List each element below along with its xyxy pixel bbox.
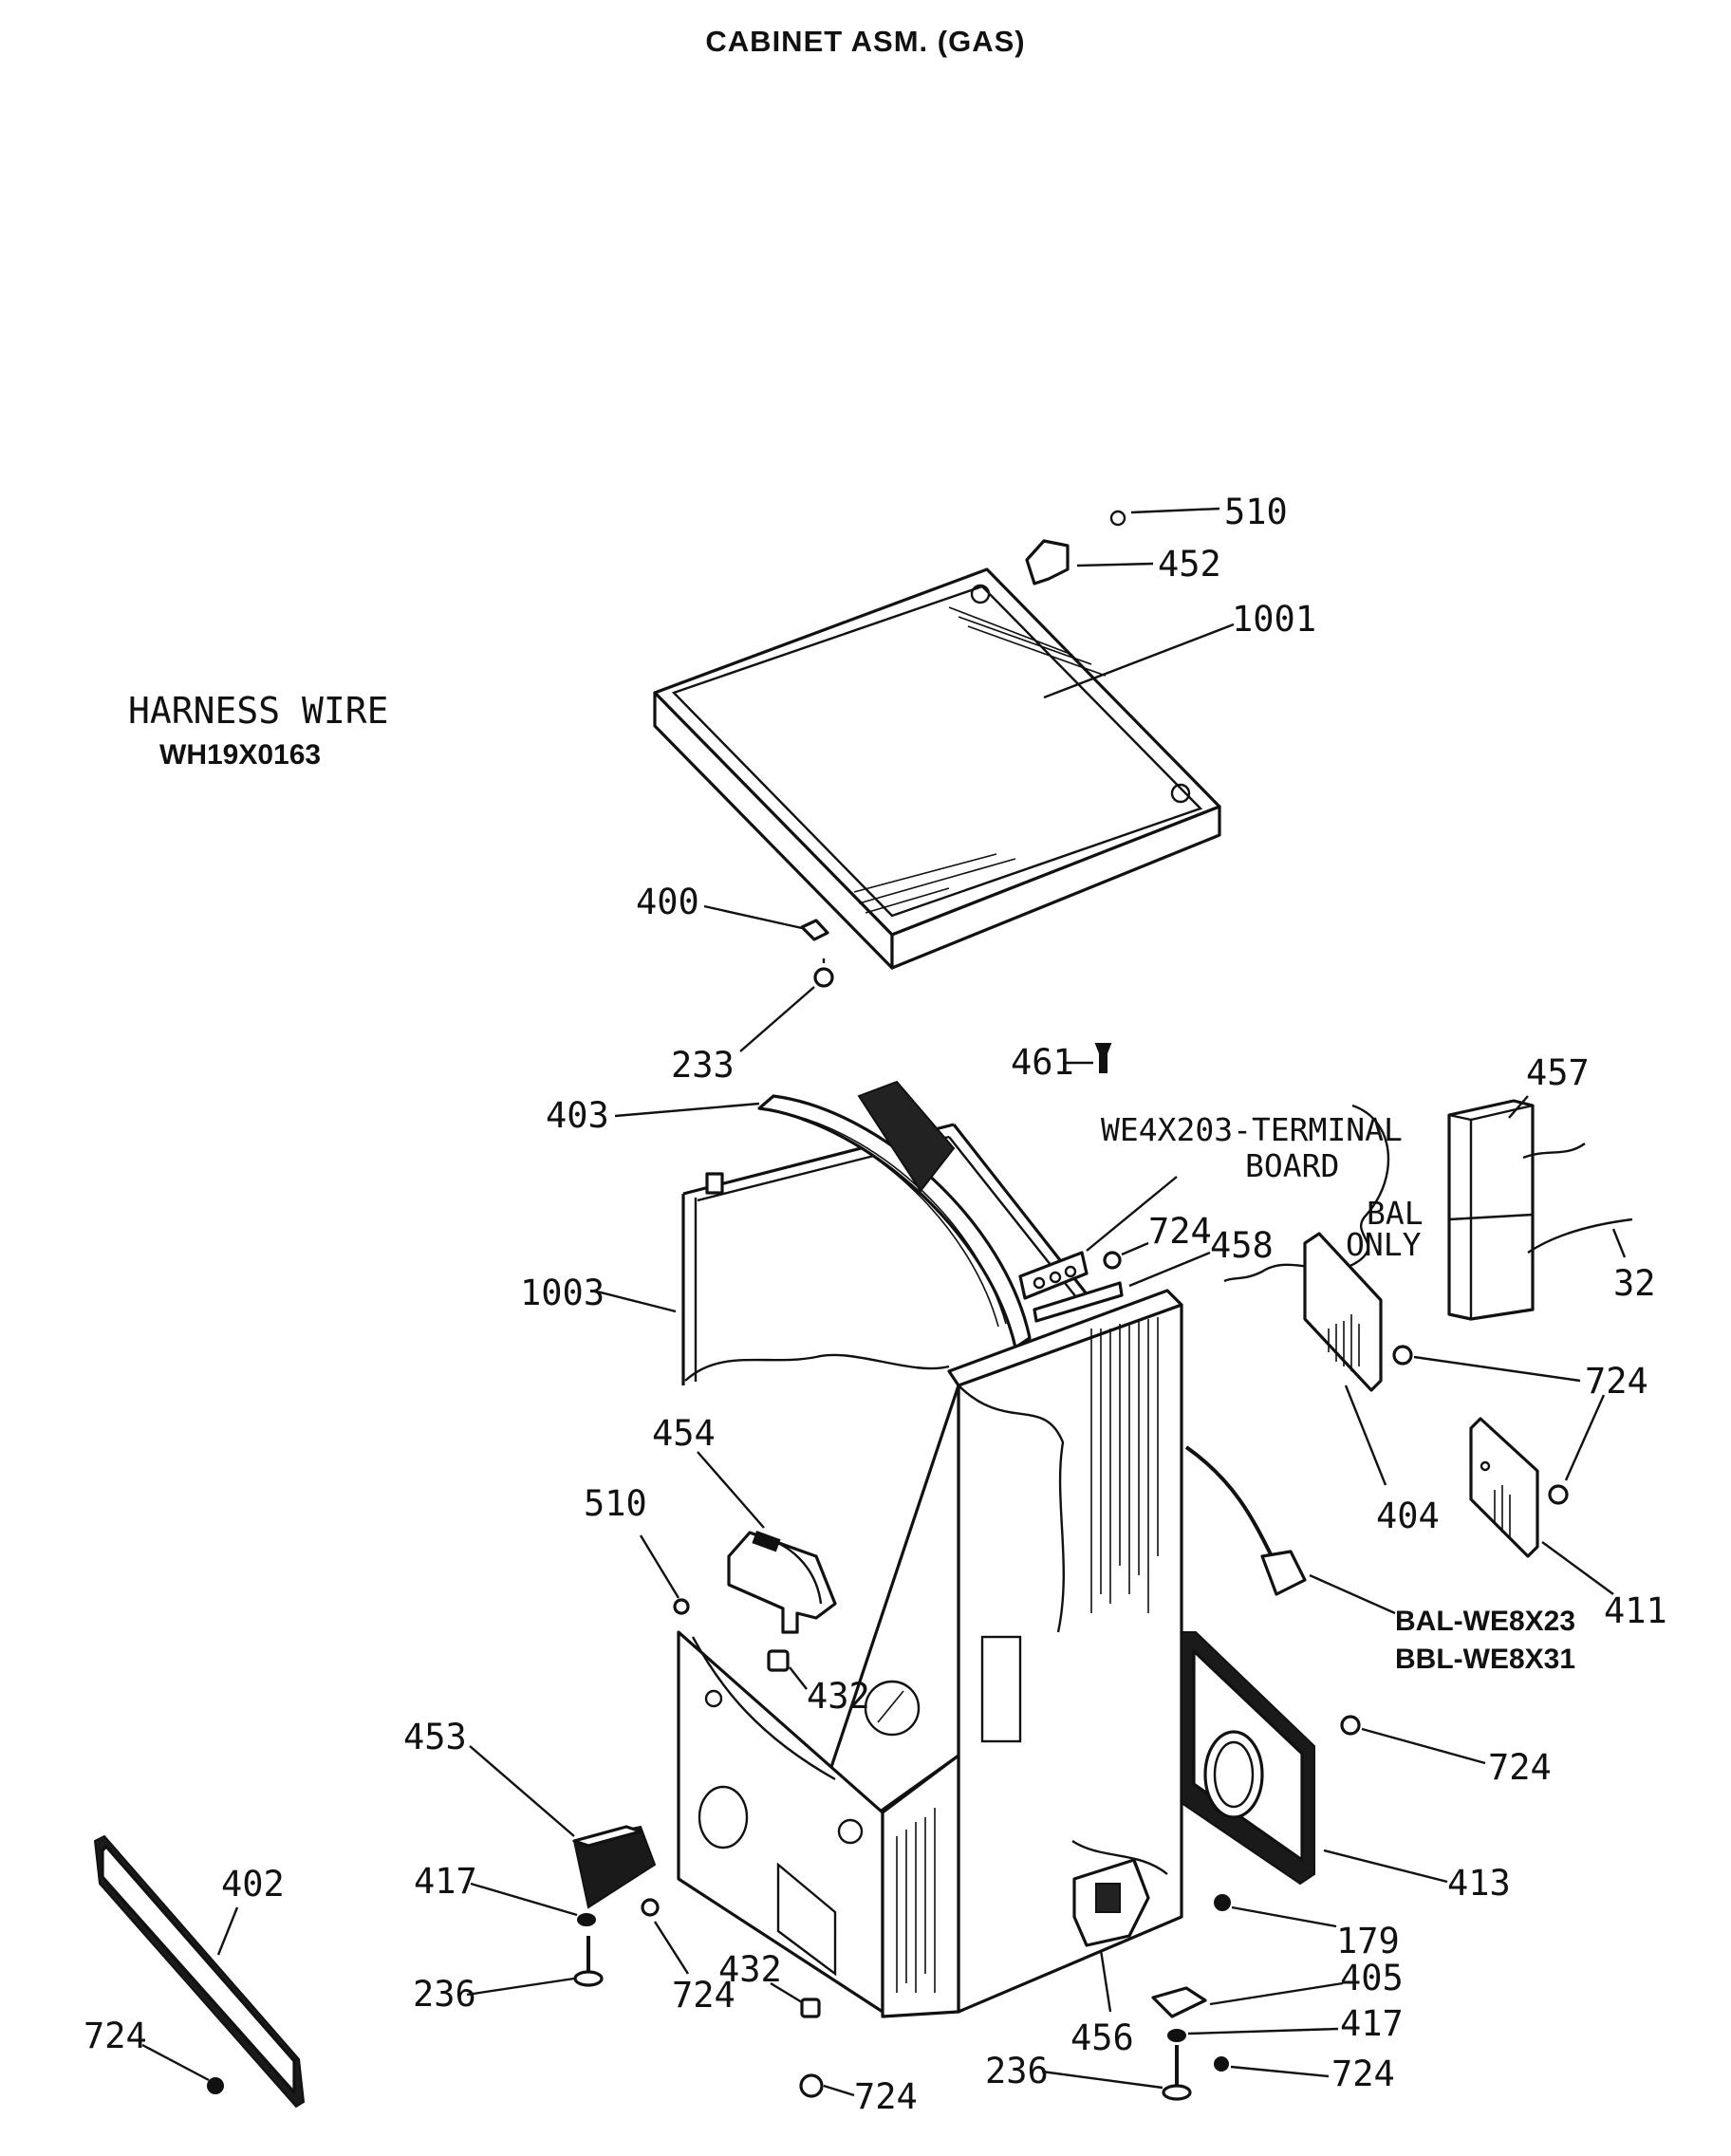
power-cord <box>1184 1445 1283 1581</box>
callout-179: 179 <box>1336 1921 1400 1961</box>
callout-724-terminal: 724 <box>1148 1211 1212 1252</box>
callout-32: 32 <box>1613 1263 1656 1304</box>
screw-233 <box>813 967 834 988</box>
bracket-453 <box>572 1825 657 1909</box>
callout-1001: 1001 <box>1232 599 1316 640</box>
screw-724-toe-kick <box>207 2077 224 2094</box>
callout-456: 456 <box>1070 2017 1134 2058</box>
callout-413: 413 <box>1447 1863 1511 1904</box>
bal-only-label-2: ONLY <box>1346 1226 1422 1263</box>
power-plug <box>1260 1550 1307 1596</box>
callout-1003: 1003 <box>520 1273 605 1313</box>
callout-400: 400 <box>636 882 699 922</box>
callout-724-bottom: 724 <box>854 2076 918 2117</box>
callout-724-453: 724 <box>672 1975 735 2016</box>
control-label <box>857 1080 956 1193</box>
plate-404 <box>1303 1232 1383 1392</box>
bracket-405 <box>1151 1986 1207 2018</box>
screw-179 <box>1214 1894 1231 1911</box>
clip-432-lower <box>800 1998 821 2018</box>
clip-400 <box>800 919 829 941</box>
callout-233: 233 <box>671 1045 735 1086</box>
callout-452: 452 <box>1158 544 1221 585</box>
plate-411 <box>1469 1417 1539 1558</box>
callout-411: 411 <box>1604 1590 1667 1631</box>
callout-457: 457 <box>1526 1052 1590 1093</box>
harness-wire-label: HARNESS WIRE <box>128 690 389 732</box>
top-cover <box>653 567 1221 970</box>
screw-724-453 <box>641 1898 660 1917</box>
cord-bbl-label: BBL-WE8X31 <box>1395 1644 1575 1675</box>
callout-403: 403 <box>546 1095 609 1136</box>
screw-461 <box>1094 1043 1112 1073</box>
callout-724-right: 724 <box>1585 1361 1648 1402</box>
terminal-board <box>1018 1251 1124 1323</box>
hinge-452 <box>1025 539 1070 585</box>
leg-236-right <box>1162 2045 1192 2101</box>
bracket-456 <box>1072 1858 1150 1947</box>
screw-724-terminal <box>1103 1251 1122 1270</box>
callout-724-toe-kick: 724 <box>84 2016 147 2056</box>
harness-wire-part-number: WH19X0163 <box>159 739 321 771</box>
callout-417-left: 417 <box>414 1861 477 1902</box>
washer-417-left <box>577 1913 596 1926</box>
screw-510-lower <box>673 1598 690 1615</box>
clip-510-top <box>1109 510 1126 527</box>
callout-405: 405 <box>1340 1958 1404 1998</box>
terminal-board-label-2: BOARD <box>1245 1147 1339 1184</box>
callout-458: 458 <box>1210 1225 1274 1266</box>
callout-402: 402 <box>221 1864 285 1905</box>
callout-510-top: 510 <box>1224 492 1288 532</box>
clip-432-upper <box>767 1649 790 1672</box>
callout-454: 454 <box>652 1413 716 1454</box>
cabinet-body <box>677 1289 1183 2018</box>
callout-432-upper: 432 <box>807 1676 870 1717</box>
callout-724-413: 724 <box>1488 1747 1552 1788</box>
screw-724-413 <box>1340 1715 1361 1736</box>
cord-bal-label: BAL-WE8X23 <box>1395 1606 1575 1637</box>
callout-404: 404 <box>1376 1496 1440 1536</box>
callout-417-right: 417 <box>1340 2003 1404 2044</box>
screw-724-411 <box>1548 1484 1569 1505</box>
leg-236-left <box>573 1936 604 1987</box>
callout-236-left: 236 <box>413 1974 476 2015</box>
bal-only-bracket <box>1223 1104 1390 1283</box>
bal-only-label-1: BAL <box>1367 1195 1424 1232</box>
screw-724-404 <box>1392 1345 1413 1366</box>
callout-432-lower: 432 <box>718 1949 782 1990</box>
diagram-title: CABINET ASM. (GAS) <box>705 25 1025 58</box>
latch-454 <box>727 1530 837 1634</box>
callout-461: 461 <box>1011 1042 1074 1083</box>
toe-kick-402 <box>93 1834 306 2109</box>
block-457 <box>1447 1099 1633 1321</box>
callout-453: 453 <box>403 1717 467 1757</box>
callout-510-lower: 510 <box>584 1483 647 1524</box>
callout-236-right: 236 <box>985 2051 1049 2091</box>
terminal-board-label-1: WE4X203-TERMINAL <box>1101 1111 1403 1148</box>
screw-724-right-bottom <box>1214 2056 1229 2072</box>
washer-417-right <box>1167 2029 1186 2042</box>
callout-724-right-bottom: 724 <box>1331 2054 1395 2094</box>
screw-724-bottom <box>799 2073 824 2098</box>
rear-panel-413 <box>1181 1631 1315 1886</box>
